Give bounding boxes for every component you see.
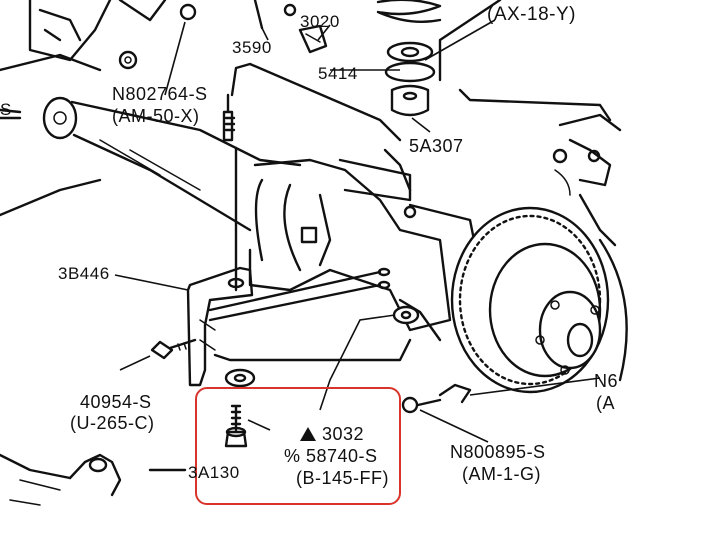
label-40954-s: 40954-S xyxy=(80,392,152,412)
label-n800895-s: N800895-S xyxy=(450,442,546,462)
bracket-bolt xyxy=(150,338,197,360)
label-n6-partial: N6 xyxy=(594,371,619,391)
label-3032-text: 3032 xyxy=(322,424,365,444)
label-s-partial: S xyxy=(0,100,12,119)
label-n802764-s: N802764-S xyxy=(112,84,208,104)
upper-stud xyxy=(222,62,402,292)
highlight-callout-box xyxy=(195,387,401,505)
radius-arm xyxy=(0,96,302,232)
callout-bolt xyxy=(224,404,248,448)
left-edge-bolt xyxy=(0,108,22,120)
leader-lines xyxy=(114,19,601,471)
right-knuckle xyxy=(552,113,622,247)
label-3032: 3032 xyxy=(300,425,364,444)
label-am-50-x: (AM-50-X) xyxy=(112,106,200,126)
label-am-1-g: (AM-1-G) xyxy=(462,464,541,484)
label-3020: 3020 xyxy=(300,12,340,31)
label-a-partial: (A xyxy=(596,393,615,413)
label-ax-18-y: (AX-18-Y) xyxy=(487,4,576,25)
coil-spring xyxy=(376,0,442,117)
label-3590: 3590 xyxy=(232,38,272,57)
warning-triangle-icon xyxy=(300,427,316,441)
label-u-265-c: (U-265-C) xyxy=(70,413,155,433)
label-5a307: 5A307 xyxy=(409,136,464,156)
label-b-145-ff: (B-145-FF) xyxy=(296,468,390,488)
brake-rotor xyxy=(450,206,628,394)
tie-rod-end xyxy=(0,453,187,506)
mounting-bracket xyxy=(186,266,442,388)
label-3a130: 3A130 xyxy=(188,463,240,482)
nut-and-pin xyxy=(401,383,472,414)
label-58740-s: % 58740-S xyxy=(284,446,378,466)
upper-left-bracket xyxy=(0,0,197,72)
upper-hardware xyxy=(253,0,328,54)
label-5414: 5414 xyxy=(318,64,358,83)
label-3b446: 3B446 xyxy=(58,264,110,283)
